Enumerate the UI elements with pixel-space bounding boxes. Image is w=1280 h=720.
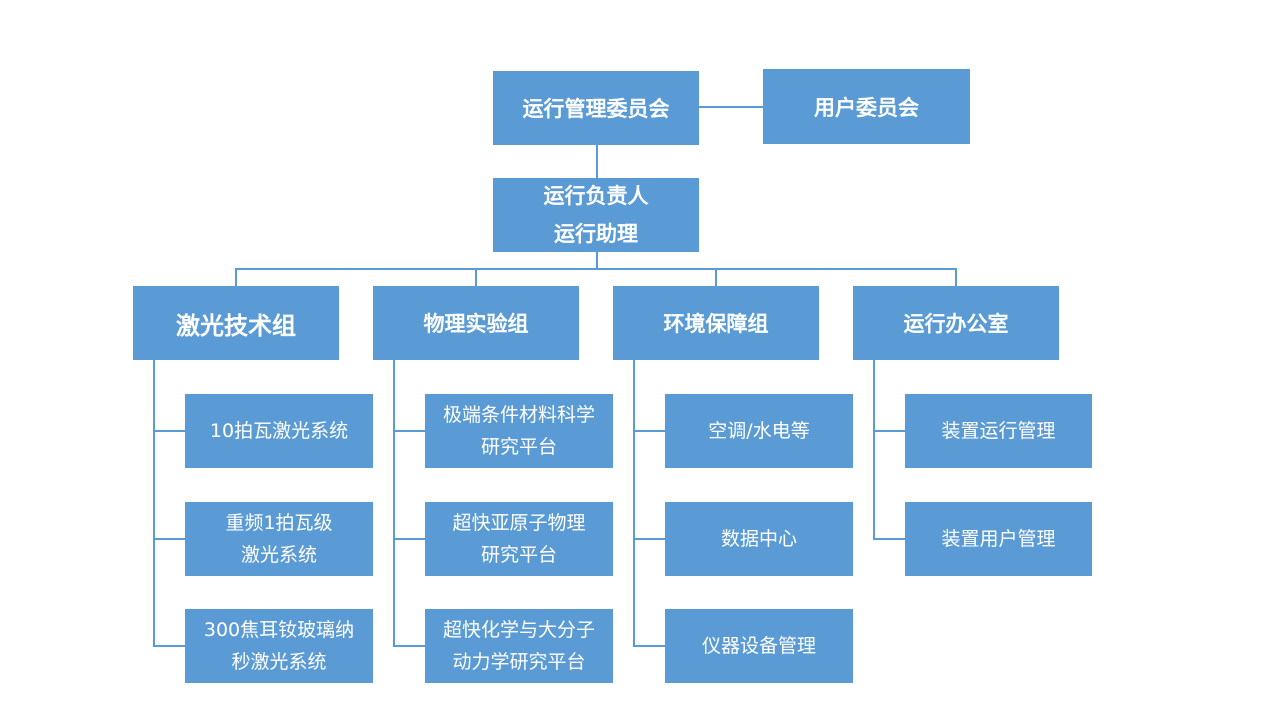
connector-branch: [393, 645, 425, 647]
leader-box: 运行负责人 运行助理: [493, 178, 699, 252]
connector-branch: [873, 538, 905, 540]
item-line: 研究平台: [480, 436, 557, 458]
connector-spine-4: [873, 360, 875, 540]
connector-drop-3: [715, 268, 717, 287]
leader-line-1: 运行负责人: [543, 184, 649, 208]
item-box: 重频1拍瓦级 激光系统: [185, 502, 373, 576]
item-line: 10拍瓦激光系统: [209, 420, 349, 442]
connector-leader-bus: [596, 252, 598, 269]
item-box: 10拍瓦激光系统: [185, 394, 373, 468]
item-line: 仪器设备管理: [701, 635, 816, 657]
connector-spine-3: [633, 360, 635, 647]
item-line: 超快亚原子物理: [452, 512, 586, 534]
item-line: 极端条件材料科学: [442, 404, 595, 426]
item-box: 装置用户管理: [905, 502, 1092, 576]
connector-drop-4: [955, 268, 957, 287]
user-committee-box: 用户委员会: [763, 69, 970, 144]
group-box-physics-exp: 物理实验组: [373, 286, 579, 360]
connector-branch: [633, 430, 665, 432]
connector-committee-leader: [596, 145, 598, 178]
operations-committee-box: 运行管理委员会: [493, 71, 699, 145]
connector-committee-user: [699, 106, 763, 108]
connector-drop-1: [235, 268, 237, 287]
connector-branch: [633, 538, 665, 540]
item-line: 超快化学与大分子: [442, 619, 595, 641]
connector-branch: [153, 538, 185, 540]
item-line: 重频1拍瓦级: [225, 512, 333, 534]
item-line: 300焦耳钕玻璃纳: [203, 619, 355, 641]
item-box: 超快化学与大分子 动力学研究平台: [425, 609, 613, 683]
group-box-environment: 环境保障组: [613, 286, 819, 360]
connector-branch: [873, 430, 905, 432]
item-box: 数据中心: [665, 502, 853, 576]
item-box: 仪器设备管理: [665, 609, 853, 683]
item-line: 空调/水电等: [708, 420, 810, 442]
item-box: 300焦耳钕玻璃纳 秒激光系统: [185, 609, 373, 683]
group-box-laser-tech: 激光技术组: [133, 286, 339, 360]
connector-drop-2: [475, 268, 477, 287]
item-line: 装置用户管理: [941, 528, 1056, 550]
item-box: 超快亚原子物理 研究平台: [425, 502, 613, 576]
item-line: 装置运行管理: [941, 420, 1056, 442]
item-line: 秒激光系统: [231, 651, 327, 673]
item-line: 研究平台: [480, 544, 557, 566]
connector-branch: [153, 645, 185, 647]
connector-branch: [393, 538, 425, 540]
connector-branch: [393, 430, 425, 432]
connector-branch: [153, 430, 185, 432]
item-line: 数据中心: [720, 528, 797, 550]
connector-branch: [633, 645, 665, 647]
group-box-operations-office: 运行办公室: [853, 286, 1059, 360]
item-line: 激光系统: [240, 544, 317, 566]
item-line: 动力学研究平台: [452, 651, 586, 673]
leader-line-2: 运行助理: [554, 222, 638, 246]
connector-group-bus: [235, 268, 957, 270]
item-box: 空调/水电等: [665, 394, 853, 468]
item-box: 装置运行管理: [905, 394, 1092, 468]
connector-spine-1: [153, 360, 155, 647]
item-box: 极端条件材料科学 研究平台: [425, 394, 613, 468]
connector-spine-2: [393, 360, 395, 647]
